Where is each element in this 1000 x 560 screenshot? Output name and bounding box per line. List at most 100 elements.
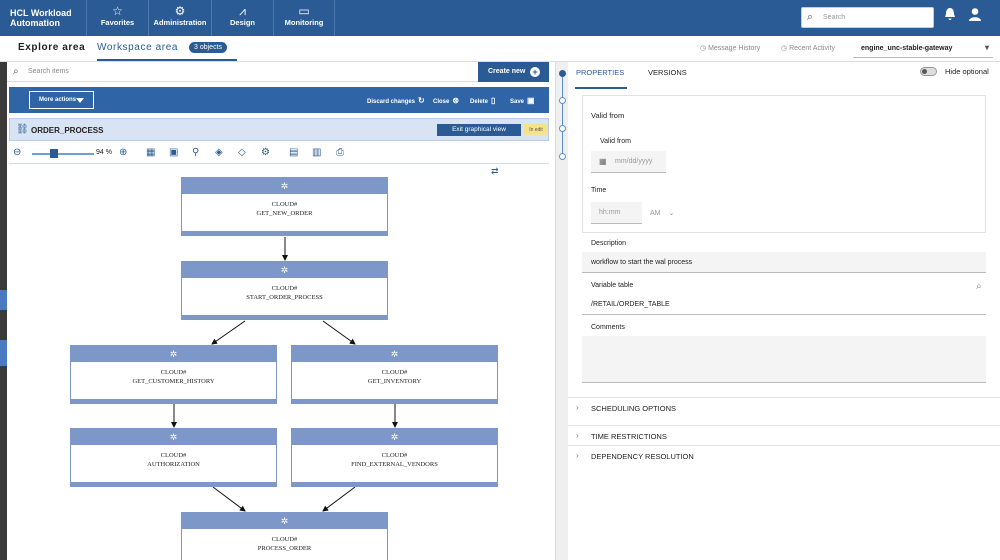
nav-monitoring[interactable]: ▭ Monitoring [273,0,335,36]
zoom-in-icon[interactable]: ⊕ [119,147,128,158]
recent-activity-link[interactable]: ◷ Recent Activity [781,44,835,52]
save-label: Save [510,99,525,105]
monitor-icon: ▭ [298,4,310,18]
save-icon: ▣ [527,96,535,105]
discard-changes-button[interactable]: Discard changes↻ [367,96,425,105]
job-name: GET_NEW_ORDER [256,210,313,217]
scheduling-options-section[interactable]: ›SCHEDULING OPTIONS [568,397,1000,417]
settings-icon[interactable]: ⚙ [261,147,270,158]
app-logo[interactable]: HCL Workload Automation [10,8,72,28]
dependency-resolution-label: DEPENDENCY RESOLUTION [591,452,694,461]
description-input[interactable]: workflow to start the wal process [582,252,986,273]
exit-graphical-view-button[interactable]: Exit graphical view [437,124,521,136]
create-new-label: Create new [488,68,526,75]
graph-canvas[interactable]: ⇄ ✲ CLOUD#GET_NEW_ORDER ✲ CLOUD#START_OR… [7,164,554,560]
comments-textarea[interactable] [582,336,986,383]
job-node[interactable]: ✲ CLOUD#FIND_EXTERNAL_VENDORS [291,428,498,487]
nav-administration-label: Administration [153,18,207,27]
section-marker[interactable] [559,153,566,160]
job-gear-icon: ✲ [71,429,276,445]
job-name: AUTHORIZATION [147,461,200,468]
objects-count-badge: 3 objects [189,42,228,53]
job-gear-icon: ✲ [182,262,387,278]
time-input[interactable]: hh:mm [591,202,642,224]
calendar-icon: ▦ [599,157,607,166]
zoom-slider-track[interactable] [32,153,94,155]
search-icon[interactable]: ⌕ [976,281,982,292]
hide-optional-toggle[interactable] [920,67,937,76]
valid-from-title: Valid from [591,111,625,120]
tab-properties[interactable]: PROPERTIES [576,68,625,77]
more-actions-dropdown[interactable]: More actions [29,91,94,109]
plus-icon: + [530,67,540,77]
nav-monitoring-label: Monitoring [284,18,324,27]
section-marker[interactable] [559,97,566,104]
time-placeholder: hh:mm [599,209,621,216]
job-name: FIND_EXTERNAL_VENDORS [351,461,438,468]
more-actions-label: More actions [39,97,77,103]
job-node[interactable]: ✲ CLOUD#GET_CUSTOMER_HISTORY [70,345,277,404]
section-marker[interactable] [559,125,566,132]
zoom-out-icon[interactable]: ⊖ [13,147,22,158]
refresh-icon: ↻ [418,96,425,105]
message-history-link[interactable]: ◷ Message History [700,44,760,52]
valid-from-label: Valid from [600,138,631,145]
global-search-input[interactable]: ⌕ Search [801,7,934,28]
gear-icon: ⚙ [174,4,186,18]
nav-administration[interactable]: ⚙ Administration [148,0,211,36]
close-label: Close [433,99,450,105]
description-value: workflow to start the wal process [591,259,693,266]
translate-icon[interactable]: ⇄ [491,166,499,176]
job-workstation: CLOUD# [160,369,187,376]
save-button[interactable]: Save▣ [510,96,535,105]
section-marker[interactable] [559,70,566,77]
global-search-placeholder: Search [823,14,846,21]
job-node[interactable]: ✲ CLOUD#PROCESS_ORDER [181,512,388,560]
left-gutter [0,62,7,560]
jobstream-header: ⛓ ORDER_PROCESS Exit graphical view In e… [9,118,549,141]
hierarchy-icon[interactable]: ⚲ [192,147,200,158]
caret-down-icon [76,98,84,103]
bell-icon[interactable] [942,7,958,25]
clock-icon: ◷ [781,45,790,52]
job-node[interactable]: ✲ CLOUD#GET_INVENTORY [291,345,498,404]
tab-explore-area[interactable]: Explore area [18,42,86,53]
search-items-placeholder: Search items [28,68,69,75]
zoom-slider-handle[interactable] [50,149,58,158]
nav-favorites[interactable]: ☆ Favorites [86,0,148,36]
action-toolbar: More actions Discard changes↻ Close⊗ Del… [9,87,549,113]
create-new-button[interactable]: Create new + [478,62,549,82]
jobstream-icon: ⛓ [16,124,29,135]
print-icon[interactable]: ⎙ [336,147,344,158]
variable-table-input[interactable]: /RETAIL/ORDER_TABLE [582,294,986,315]
filter-icon[interactable]: ◈ [215,147,223,158]
jobstream-name: ORDER_PROCESS [31,126,104,135]
job-node[interactable]: ✲ CLOUD#START_ORDER_PROCESS [181,261,388,320]
dependency-resolution-section[interactable]: ›DEPENDENCY RESOLUTION [568,445,1000,465]
job-node[interactable]: ✲ CLOUD#AUTHORIZATION [70,428,277,487]
delete-button[interactable]: Delete▯ [470,96,495,105]
diamond-icon[interactable]: ◇ [238,147,246,158]
time-restrictions-section[interactable]: ›TIME RESTRICTIONS [568,425,1000,445]
tab-workspace-area[interactable]: Workspace area [97,42,179,53]
window-icon[interactable]: ▣ [169,147,179,158]
vertical-scrollbar[interactable] [555,62,568,560]
export-icon[interactable]: ▥ [312,147,322,158]
search-items-input[interactable]: ⌕ Search items [7,62,478,82]
document-icon[interactable]: ▤ [289,147,299,158]
hide-optional-label: Hide optional [945,67,989,76]
user-icon[interactable] [967,7,983,25]
close-button[interactable]: Close⊗ [433,96,459,105]
valid-from-date-input[interactable]: ▦ mm/dd/yyyy [591,151,666,173]
engine-select[interactable]: engine_unc-stable-gateway ▾ [853,40,993,58]
ampm-select[interactable]: AM⌄ [650,209,674,217]
nav-design[interactable]: ⩘ Design [211,0,273,36]
date-placeholder: mm/dd/yyyy [615,158,653,165]
area-tabs: Explore area Workspace area [0,36,1000,62]
tab-versions[interactable]: VERSIONS [648,68,687,77]
chevron-right-icon: › [576,403,579,412]
dependency-arrows [171,237,398,512]
grid-view-icon[interactable]: ▦ [146,147,156,158]
job-node[interactable]: ✲ CLOUD#GET_NEW_ORDER [181,177,388,236]
star-icon: ☆ [112,4,123,18]
